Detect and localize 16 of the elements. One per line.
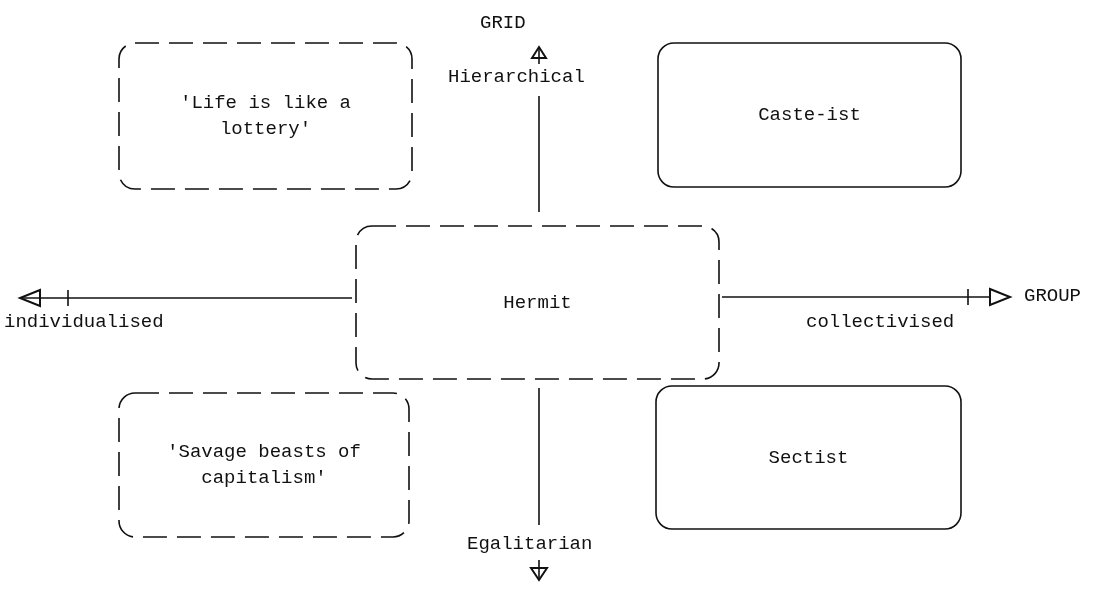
axis-label: collectivised <box>806 311 955 333</box>
rounded-box <box>655 385 962 530</box>
box-label: Caste-ist <box>757 103 862 128</box>
axis-label: Hierarchical <box>448 66 585 88</box>
box-label: Sectist <box>767 445 850 471</box>
box-label: 'Life is like a lottery' <box>179 91 352 142</box>
axis-label: GRID <box>480 12 526 34</box>
axis-label: individualised <box>4 311 164 333</box>
rounded-box <box>657 42 962 188</box>
dashed-box <box>118 42 413 190</box>
axis-label: Egalitarian <box>467 533 593 555</box>
axis-label: GROUP <box>1024 285 1081 307</box>
box-label: Hermit <box>502 290 573 316</box>
box-label: 'Savage beasts of capitalism' <box>166 440 362 491</box>
dashed-box <box>355 225 720 380</box>
dashed-box <box>118 392 410 538</box>
